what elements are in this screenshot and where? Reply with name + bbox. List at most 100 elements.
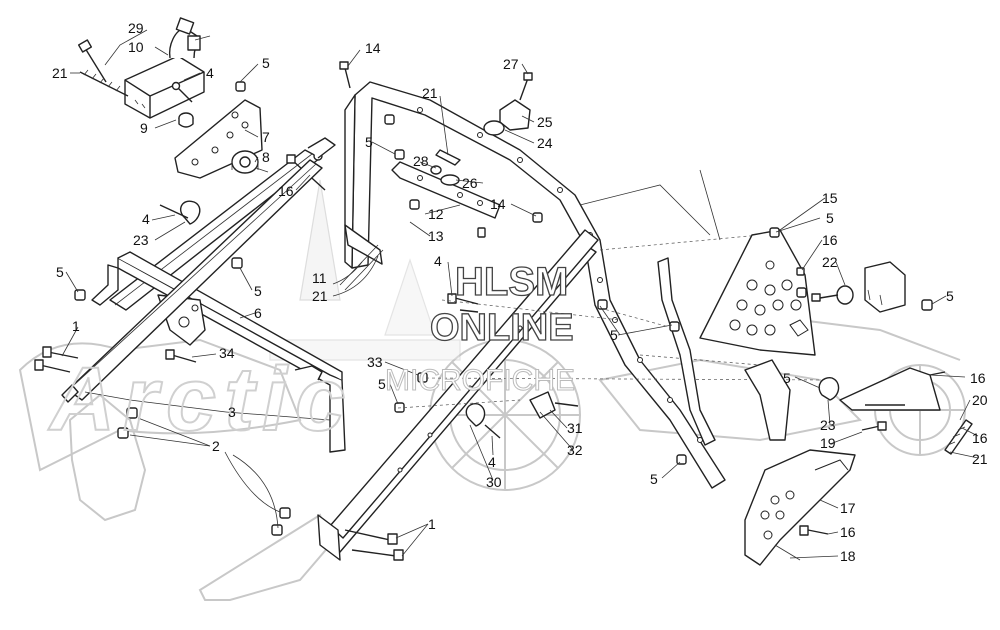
spring-21-top [79,69,129,97]
callout-31: 31 [567,420,583,436]
screw-27 [519,72,533,101]
long-bolt-29 [77,39,107,83]
callout-21: 21 [972,451,988,467]
screw-4-top [171,81,193,103]
callout-4: 4 [206,65,214,81]
nuts-2 [117,407,291,536]
screw-34 [165,349,197,363]
callout-7: 7 [262,129,270,145]
leader-lines [61,29,979,559]
callout-34: 34 [219,345,235,361]
bolt-16-bottom [799,525,829,536]
callout-16: 16 [822,232,838,248]
callout-19: 19 [820,435,836,451]
callout-22: 22 [822,254,838,270]
alignment-lines [397,169,831,409]
callout-26: 26 [462,175,478,191]
callout-4: 4 [142,211,150,227]
watermark-line1: HLSM [455,260,568,304]
bushing-25 [483,99,531,136]
callout-20: 20 [972,392,988,408]
callout-10: 10 [128,39,144,55]
callout-13: 13 [428,228,444,244]
clamp-23-right [818,377,840,401]
nuts-center [384,114,486,238]
watermark-graphic [18,179,966,491]
callout-16: 16 [840,524,856,540]
callout-6: 6 [254,305,262,321]
callout-2: 2 [212,438,220,454]
support-bracket-20 [839,367,946,411]
watermark-line3: MICROFICHE [385,364,575,397]
grommet-9 [178,112,194,128]
callout-21: 21 [422,85,438,101]
callout-4: 4 [488,454,496,470]
callout-25: 25 [537,114,553,130]
spring-21-center [339,149,461,291]
voltage-regulator [124,17,211,119]
steering-support-12 [391,161,501,219]
bolts-1-left [34,346,79,373]
side-panel-left-right [657,257,791,446]
skid-plate-17 [744,449,856,566]
callout-16: 16 [972,430,988,446]
clamp-bracket-32 [529,391,579,419]
callout-1: 1 [428,516,436,532]
callout-18: 18 [840,548,856,564]
callout-5: 5 [650,471,658,487]
callout-5: 5 [783,370,791,386]
nut-5-top [235,81,246,92]
callout-8: 8 [262,149,270,165]
watermark-line2: ONLINE [430,307,574,349]
callout-16: 16 [970,370,986,386]
callout-3: 3 [228,404,236,420]
callout-9: 9 [140,120,148,136]
callout-4: 4 [434,253,442,269]
watermark-brand: Arctic [48,350,353,450]
callout-14: 14 [490,196,506,212]
bolts-1-right [344,529,404,561]
callout-30: 30 [486,474,502,490]
callout-24: 24 [537,135,553,151]
main-frame-30 [317,229,599,561]
callout-5: 5 [262,55,270,71]
callout-28: 28 [413,153,429,169]
callout-12: 12 [428,206,444,222]
callout-5: 5 [610,327,618,343]
side-panel-15 [699,229,816,356]
callout-27: 27 [503,56,519,72]
solenoid-8 [231,150,269,174]
callout-21: 21 [312,288,328,304]
callout-32: 32 [567,442,583,458]
callout-5: 5 [378,376,386,392]
callout-33: 33 [367,354,383,370]
clamp-30 [465,403,501,439]
callout-5: 5 [946,288,954,304]
callout-5: 5 [826,210,834,226]
callout-16: 16 [278,183,294,199]
callout-11: 11 [312,270,327,286]
callout-5: 5 [365,134,373,150]
front-chassis-outline [68,393,332,601]
lower-rail-3 [61,159,323,403]
callout-14: 14 [365,40,381,56]
callout-15: 15 [822,190,838,206]
callout-5: 5 [254,283,262,299]
spring-21-right [944,419,973,455]
relay-22 [811,261,906,313]
callout-17: 17 [840,500,856,516]
callout-5: 5 [56,264,64,280]
clamp-23-left [159,200,201,225]
callout-29: 29 [128,20,144,36]
callout-23: 23 [820,417,836,433]
front-bumper-6 [91,251,346,453]
nuts-right [597,227,933,465]
callout-21: 21 [52,65,68,81]
callout-1: 1 [72,318,80,334]
nut-5-center [231,257,243,269]
screw-19 [861,421,887,431]
callout-23: 23 [133,232,149,248]
nut-5-left [74,289,86,301]
